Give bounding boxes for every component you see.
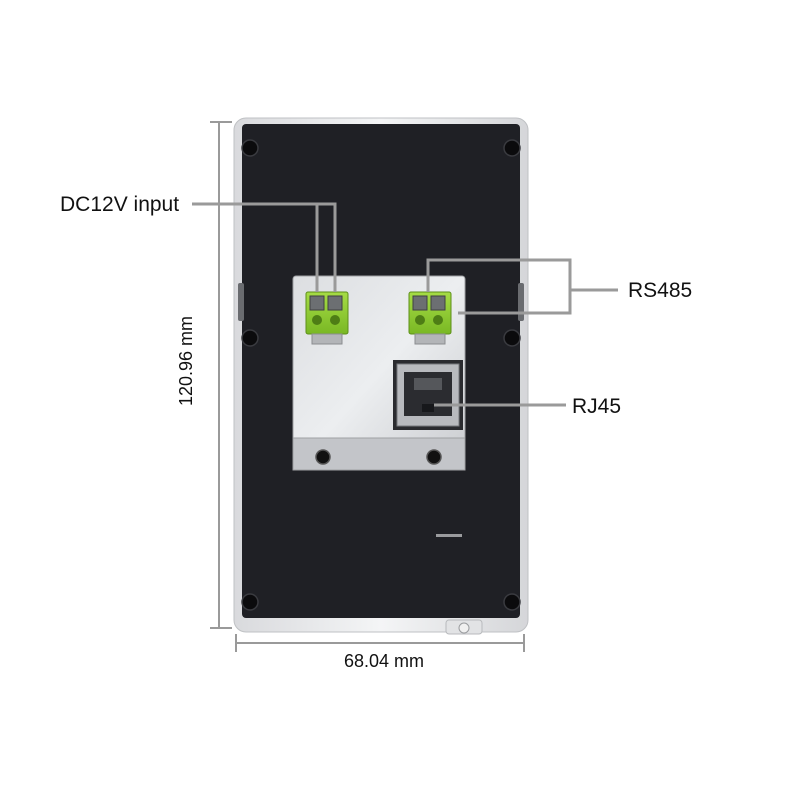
- dc-input-label: DC12V input: [60, 193, 180, 216]
- corner-screws: [241, 139, 521, 611]
- screw-bottom-left: [241, 593, 259, 611]
- leader-lines: [192, 202, 618, 407]
- side-clip-right: [518, 283, 524, 321]
- width-dimension: [235, 634, 525, 652]
- height-dimension-label: 120.96 mm: [176, 315, 196, 407]
- bracket-screw-left: [315, 449, 331, 465]
- width-dimension-label: 68.04 mm: [344, 651, 425, 671]
- screw-top-left: [241, 139, 259, 157]
- rj45-port: [393, 360, 463, 430]
- leader-rs485: [426, 258, 572, 315]
- screw-mid-left: [241, 329, 259, 347]
- bracket-screw-right: [426, 449, 442, 465]
- screw-bottom-right: [503, 593, 521, 611]
- rs485-label: RS485: [628, 279, 693, 302]
- side-clip-left: [238, 283, 244, 321]
- height-dimension: [210, 121, 232, 629]
- dc-terminal-block: [305, 291, 349, 345]
- leader-dc-input: [192, 202, 337, 292]
- rj45-label: RJ45: [572, 395, 622, 418]
- notch-screw: [458, 622, 470, 634]
- rs485-terminal-block: [408, 291, 452, 345]
- screw-mid-right: [503, 329, 521, 347]
- indicator-slot: [436, 534, 462, 537]
- screw-top-right: [503, 139, 521, 157]
